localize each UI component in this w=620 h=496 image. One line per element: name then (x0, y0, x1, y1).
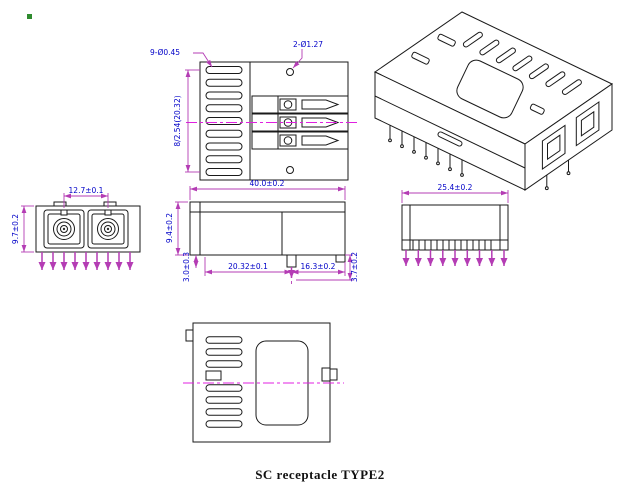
drawing-title: SC receptacle TYPE2 (255, 467, 385, 482)
top-view-round-hole (286, 166, 294, 174)
dim-side-pin-length: 3.0±0.3 (182, 252, 191, 282)
bottom-view-right-tab (329, 368, 338, 381)
side-view-foot (335, 254, 346, 263)
dim-side-length: 40.0±0.2 (250, 179, 285, 188)
dim-side-height: 9.4±0.2 (165, 213, 174, 243)
front-view-pins (38, 252, 134, 270)
dim-top-slot-holes: 9-Ø0.45 (150, 48, 180, 57)
top-view-contact-rows (251, 95, 349, 150)
end-view-header-teeth (412, 239, 492, 251)
iso-top-slots (411, 31, 582, 115)
top-view-slot-holes (205, 66, 243, 176)
dim-top-pitch: 8/2.54(20.32) (173, 95, 182, 146)
front-port-right (87, 209, 129, 249)
dim-top-round-holes: 2-Ø1.27 (293, 40, 323, 49)
front-port-left (43, 209, 85, 249)
end-view-pins (402, 250, 508, 266)
top-view: 9-Ø0.45 2-Ø1.27 8/2.54(20.32) (150, 40, 358, 181)
side-view-post (286, 254, 297, 268)
iso-pins (388, 125, 571, 191)
front-view-dimensions: 12.7±0.1 9.7±0.2 (11, 186, 109, 253)
top-view-round-hole (286, 68, 294, 76)
bottom-view-left-tab (185, 329, 194, 342)
front-view: 12.7±0.1 9.7±0.2 (11, 186, 141, 270)
dim-side-pin-span: 20.32±0.1 (228, 262, 268, 271)
top-view-dimensions: 9-Ø0.45 2-Ø1.27 8/2.54(20.32) (150, 40, 323, 173)
dim-side-front-offset: 16.3±0.2 (301, 262, 336, 271)
iso-port-openings (541, 101, 600, 170)
iso-top-cavity (456, 59, 524, 119)
dim-side-tail-length: 3.7±0.2 (350, 252, 359, 282)
side-view-outline (189, 201, 346, 256)
dim-front-height: 9.7±0.2 (11, 214, 20, 244)
side-view: 40.0±0.2 9.4±0.2 20.32±0.1 16.3±0.2 3.0±… (165, 179, 359, 284)
end-view: 25.4±0.2 (401, 183, 509, 266)
bottom-view (183, 322, 344, 443)
snap-marker (27, 14, 32, 19)
iso-end-face (524, 83, 613, 191)
dim-end-width: 25.4±0.2 (438, 183, 473, 192)
isometric-view (374, 11, 613, 191)
side-view-dimensions: 40.0±0.2 9.4±0.2 20.32±0.1 16.3±0.2 3.0±… (165, 179, 359, 284)
bottom-view-notch (321, 367, 331, 382)
bottom-view-slots (205, 336, 243, 428)
dim-front-port-spacing: 12.7±0.1 (69, 186, 104, 195)
end-view-dimensions: 25.4±0.2 (401, 183, 509, 203)
